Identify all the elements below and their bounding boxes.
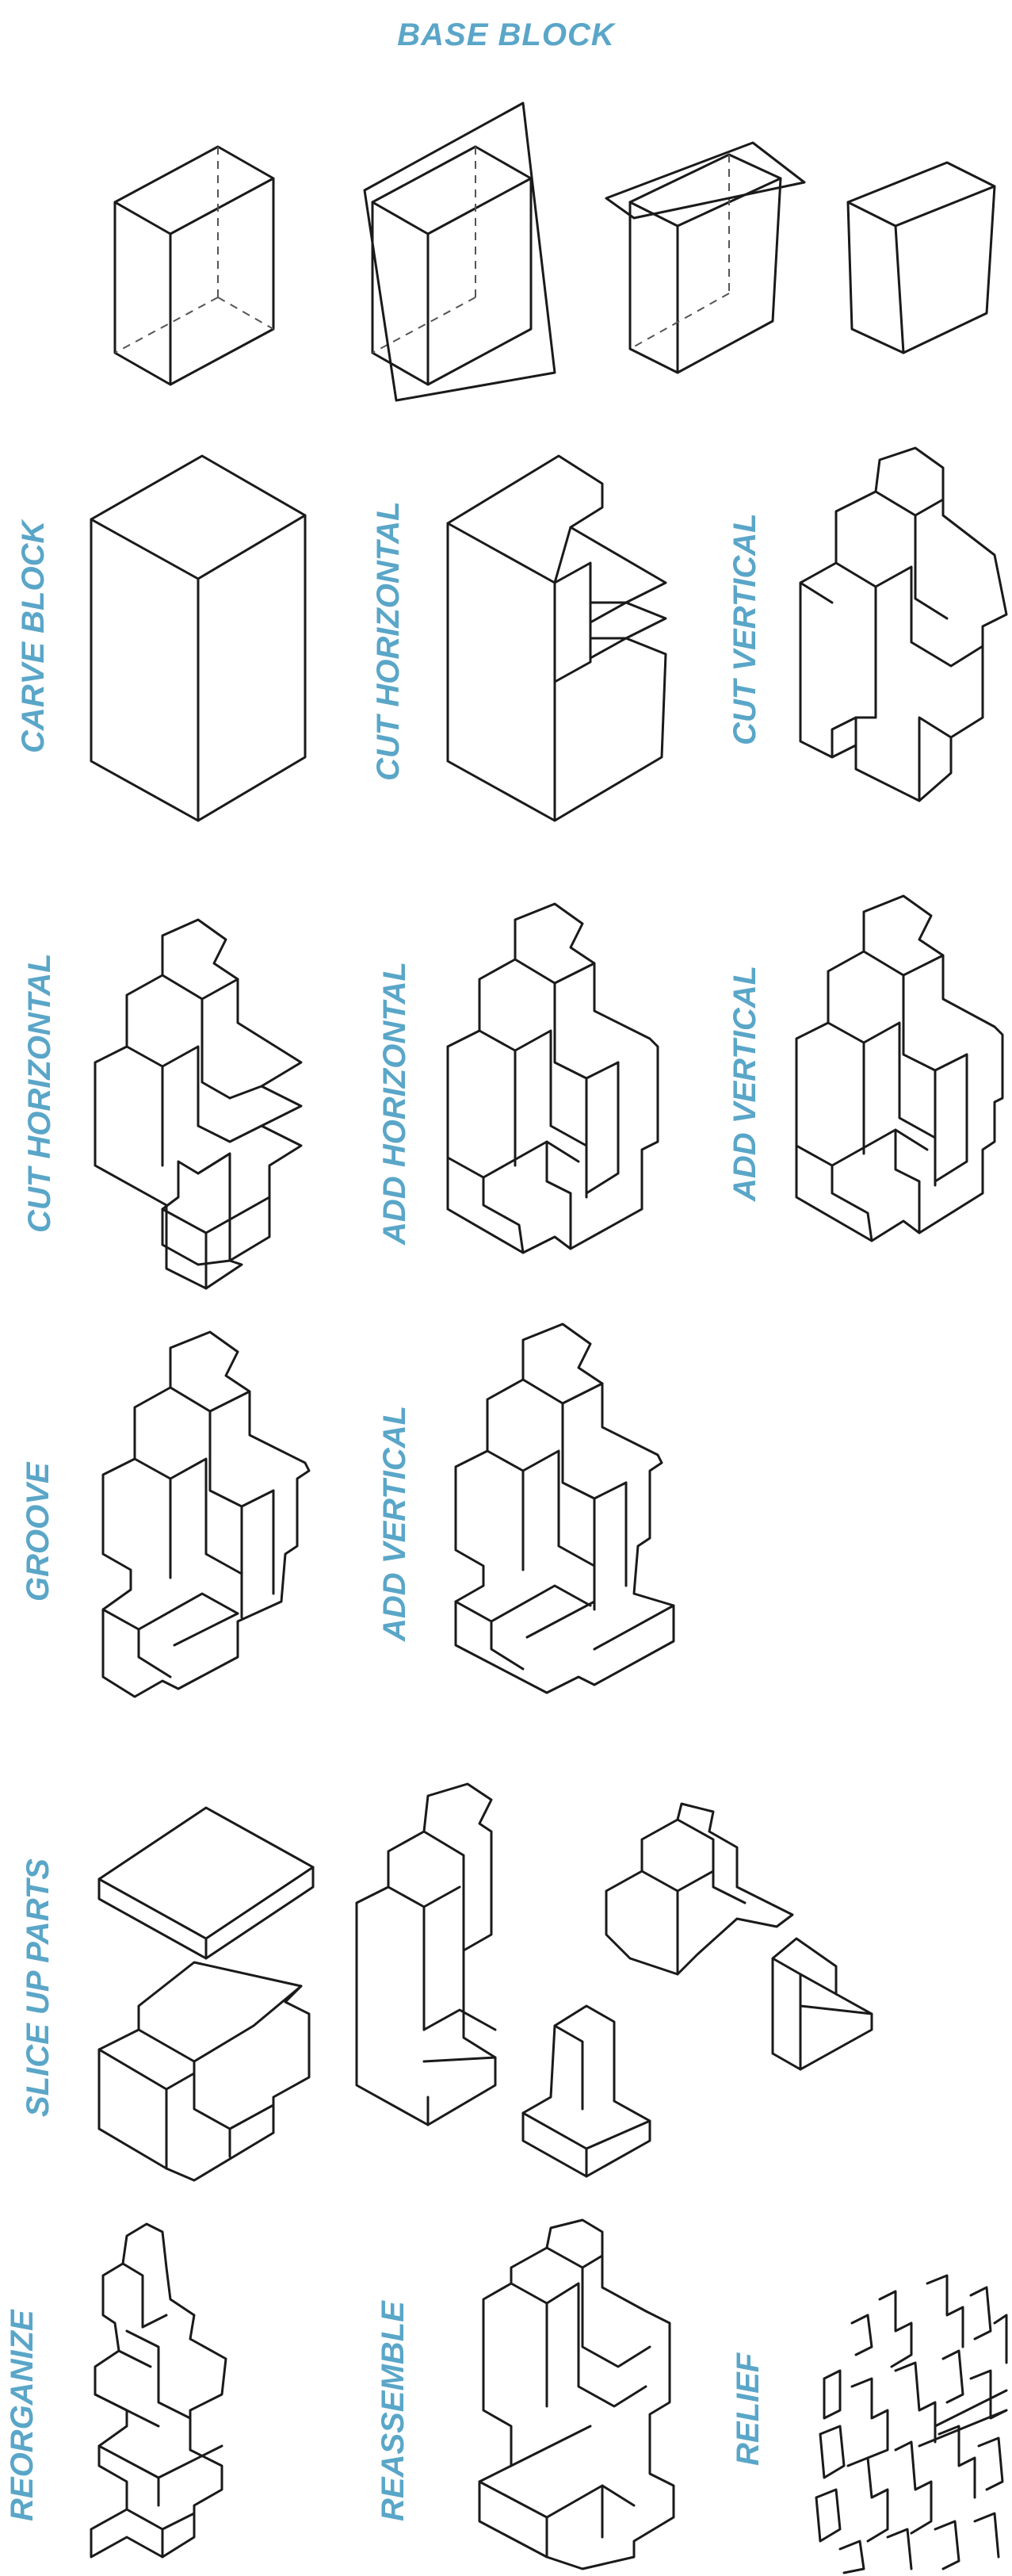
reassemble-block (478, 2218, 675, 2570)
slice-part-bottom-base (97, 1961, 311, 2182)
relief-fragments (815, 2274, 1008, 2574)
reorganize-block (90, 2222, 227, 2559)
carve-block-prism (90, 454, 307, 822)
add-vertical-1-block (795, 894, 1004, 1242)
slice-part-floating-top (605, 1802, 794, 1976)
cut-horizontal-block (446, 454, 667, 822)
groove-block (101, 1330, 311, 1698)
diagram-title: BASE BLOCK (397, 17, 615, 52)
slice-part-tall-core (355, 1782, 497, 2126)
base-block-sheared (846, 161, 996, 354)
base-block-cube (113, 145, 275, 386)
cut-vertical-block (799, 446, 1008, 802)
base-block-top-cut-plane (605, 141, 806, 374)
base-block-with-tilted-plane (363, 101, 556, 402)
slice-part-small-tower (521, 2004, 651, 2178)
cut-horizontal-2-block (94, 918, 303, 1290)
add-horizontal-block (446, 902, 659, 1254)
slice-part-top-slab (97, 1806, 315, 1960)
add-vertical-2-block (454, 1322, 675, 1694)
slice-part-wedge (771, 1937, 873, 2071)
